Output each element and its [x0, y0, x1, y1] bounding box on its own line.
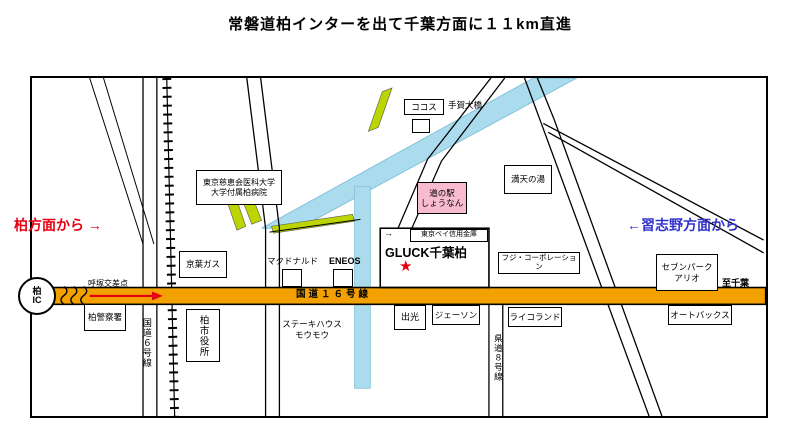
destination-star-icon: ★ [399, 258, 413, 275]
map-canvas [30, 76, 768, 418]
cocos-building [412, 119, 430, 133]
route-arrow [89, 291, 163, 301]
yobitsuka-intersection-label: 呼塚交差点 [88, 279, 128, 288]
kashiwa-police-box: 柏警察署 [84, 304, 126, 331]
route6-label: 国道６号線 [141, 318, 152, 368]
seven-park-label-line1: セブンパーク [661, 262, 713, 273]
road-break-squiggles [60, 285, 88, 305]
eneos-label: ENEOS [329, 256, 361, 266]
hospital-label-line2: 大学付属柏病院 [211, 187, 267, 197]
mcdonalds-label: マクドナルド [267, 256, 319, 266]
steakhouse-label-line1: ステーキハウス [282, 319, 342, 329]
page-title: 常磐道柏インターを出て千葉方面に１１km直進 [228, 16, 572, 33]
idemitsu-box: 出光 [394, 305, 426, 330]
mcdonalds-building [282, 269, 302, 287]
tokyo-bay-bank-box: 東京ベイ信用金庫 [410, 229, 488, 242]
direction-from-kashiwa: 柏方面から → [14, 217, 102, 233]
block-entry-arrow: → [384, 228, 393, 238]
raikoland-box: ライコランド [508, 307, 562, 327]
kashiwa-ic-label-bottom: IC [32, 295, 42, 305]
jason-box: ジェーソン [432, 305, 480, 325]
seven-park-label-line2: アリオ [674, 272, 700, 283]
michinoeki-box: 道の駅 しょうなん [417, 182, 467, 214]
michinoeki-label-line2: しょうなん [420, 198, 464, 208]
road-lines [89, 78, 764, 416]
map-roads-svg [32, 78, 766, 416]
seven-park-ario-box: セブンパーク アリオ [656, 254, 718, 291]
route16-label: 国道１６号線 [296, 289, 372, 300]
kashiwa-ic-label-top: 柏 [32, 285, 42, 296]
city-hall-box: 柏市役所 [186, 309, 220, 362]
direction-from-narashino: ←習志野方面から [627, 217, 739, 233]
to-chiba-label: 至千葉 [722, 278, 750, 288]
hospital-label-line1: 東京慈恵会医科大学 [203, 178, 275, 188]
route8-label: 県道８号線 [493, 334, 504, 382]
steakhouse-label: ステーキハウス モウモウ [278, 319, 346, 341]
manten-no-yu-box: 満天の湯 [504, 165, 552, 194]
steakhouse-label-line2: モウモウ [294, 330, 329, 341]
fuji-corporation-box: フジ・コーポレーション [498, 252, 580, 274]
cocos-box: ココス [404, 99, 444, 115]
destination-gluck-label: GLUCK千葉柏 [385, 246, 467, 260]
keiyo-gas-box: 京葉ガス [179, 251, 227, 278]
michinoeki-label-line1: 道の駅 [429, 187, 455, 198]
hospital-box: 東京慈恵会医科大学 大学付属柏病院 [196, 170, 282, 205]
city-hall-label: 柏市役所 [197, 314, 209, 357]
destination-block [379, 227, 490, 289]
kashiwa-ic-badge: 柏 IC [18, 277, 56, 315]
route8-road [488, 304, 504, 416]
railway [162, 78, 180, 416]
tega-bridge-label: 手賀大橋 [448, 100, 483, 110]
eneos-building [333, 269, 353, 287]
autobacs-box: オートバックス [668, 305, 732, 325]
